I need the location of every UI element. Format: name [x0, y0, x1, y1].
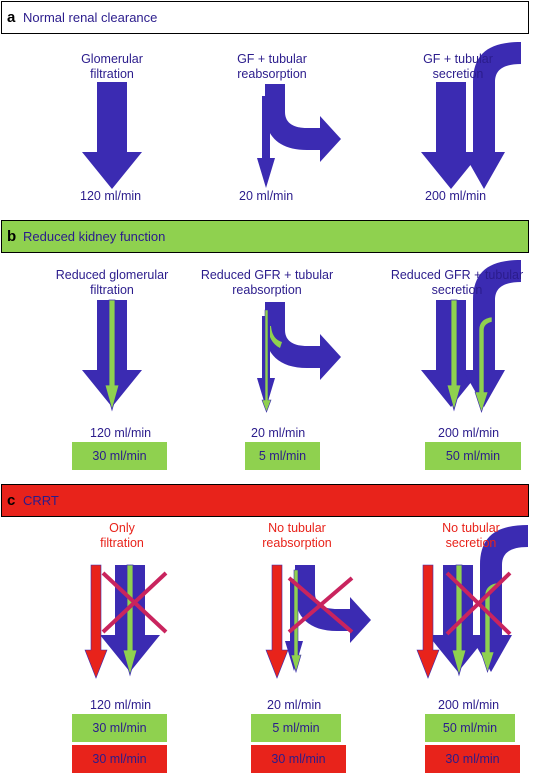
panel-a-rate-col1: 120 ml/min: [80, 189, 142, 203]
panel-c-col3-arrows: [416, 525, 528, 679]
panel-c-red-box-col3: 30 ml/min: [425, 745, 520, 773]
panel-c-label-col2: No tubular reabsorption: [262, 521, 332, 550]
panel-a-rate-col2: 20 ml/min: [239, 189, 294, 203]
panel-b-label-col2: Reduced GFR + tubular reabsorption: [200, 268, 334, 297]
panel-b-title: Reduced kidney function: [23, 229, 166, 244]
panel-a-title: Normal renal clearance: [23, 10, 158, 25]
panel-b-green-box-col1: 30 ml/min: [72, 442, 167, 470]
panel-c-green-box-col2: 5 ml/min: [251, 714, 341, 742]
panel-c-title: CRRT: [23, 493, 59, 508]
panel-c-header: c CRRT: [1, 484, 529, 517]
panel-a-letter: a: [7, 9, 16, 26]
panel-b-col2-arrows: [257, 302, 341, 413]
panel-a-rate-col3: 200 ml/min: [425, 189, 487, 203]
panel-b-label-col1: Reduced glomerular filtration: [55, 268, 169, 297]
panel-c-col2-arrows: [265, 564, 371, 679]
panel-b-rate-col1: 120 ml/min: [90, 426, 152, 440]
panel-b-col1-arrows: [82, 299, 142, 411]
panel-c-label-col3: No tubular secretion: [442, 521, 500, 550]
panel-a-col1-arrow: [82, 82, 142, 189]
panel-a-label-col3: GF + tubular secretion: [423, 52, 493, 81]
panel-b-letter: b: [7, 228, 17, 245]
panel-b-green-box-col2: 5 ml/min: [245, 442, 320, 470]
panel-b-label-col3: Reduced GFR + tubular secretion: [390, 268, 524, 297]
panel-c-label-col1: Only filtration: [100, 521, 144, 550]
panel-a-label-col1: Glomerular filtration: [81, 52, 143, 81]
panel-c-red-box-col2: 30 ml/min: [251, 745, 346, 773]
panel-a-header: a Normal renal clearance: [1, 1, 529, 34]
panel-c-red-box-col1: 30 ml/min: [72, 745, 167, 773]
panel-b-rate-col2: 20 ml/min: [251, 426, 306, 440]
panel-c-rate-col2: 20 ml/min: [267, 698, 322, 712]
panel-c-green-box-col1: 30 ml/min: [72, 714, 167, 742]
panel-b-col3-arrows: [421, 260, 521, 413]
panel-c-col1-arrows: [84, 564, 168, 679]
panel-c-green-box-col3: 50 ml/min: [425, 714, 515, 742]
panel-c-rate-col3: 200 ml/min: [438, 698, 500, 712]
panel-b-rate-col3: 200 ml/min: [438, 426, 500, 440]
panel-b-green-box-col3: 50 ml/min: [425, 442, 521, 470]
panel-c-letter: c: [7, 492, 16, 509]
panel-b-header: b Reduced kidney function: [1, 220, 529, 253]
panel-c-rate-col1: 120 ml/min: [90, 698, 152, 712]
panel-a-col2-arrows: [257, 84, 341, 188]
panel-a-label-col2: GF + tubular reabsorption: [237, 52, 307, 81]
